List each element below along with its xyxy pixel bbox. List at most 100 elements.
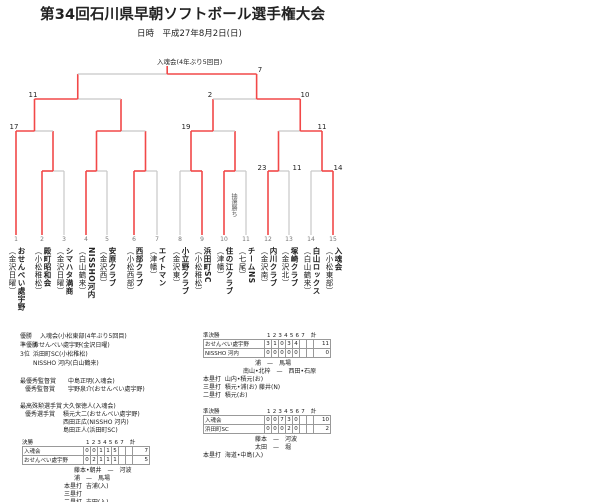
team-entry: 殿町昭和会（小松稚松） [34,247,52,295]
team-number: 6 [132,236,136,243]
bracket-score: 10 [300,91,310,99]
inning-runs [306,415,314,425]
team-name: シマハタ満商 [65,247,74,295]
inning-label: 7 [301,409,307,415]
battery: 浦 — 馬場 [74,475,111,482]
team-entry: 住の江クラブ（津幡） [216,247,234,295]
extra-base-hits: 本塁打 山内•積元(お) [203,374,331,383]
team-district: （小松西部） [126,247,135,295]
inning-runs: 0 [292,348,300,358]
inning-label: 3 [97,440,104,446]
bracket-score: 7 [257,66,263,74]
inning-runs [125,446,133,456]
award-good-manager: 宇野泉介(おせんべい處宇野) [68,386,145,393]
inning-runs: 2 [90,455,98,465]
inning-runs [306,339,314,349]
inning-runs: 0 [292,415,300,425]
award-third-2: NISSHO 河内(白山鶴来) [33,360,99,367]
team-name: 住の江クラブ [225,247,234,295]
award-third-1: 浜田町SC(小松稚松) [33,351,88,358]
team-number: 9 [200,236,204,243]
inning-runs: 2 [285,424,293,434]
team-entry: おせんべい處宇野（金沢日曜） [8,247,26,311]
inning-label: 5 [108,440,115,446]
inning-runs: 4 [292,339,300,349]
team-district: （金沢北） [281,247,290,287]
inning-runs: 1 [104,455,112,465]
inning-runs: 0 [90,446,98,456]
inning-runs: 0 [264,415,272,425]
inning-runs [299,339,307,349]
award-runnerup-label: 準優勝 [20,342,39,349]
team-number: 1 [14,236,18,243]
team-name: 浜田町SC [203,424,265,434]
team-district: （金沢西） [99,247,108,287]
award-runnerup: おせんべい處宇野(金沢日曜) [33,342,110,349]
award-best-manager: 中島正明(入魂会) [68,378,115,385]
award-good-player-3: 島田正人(浜田町SC) [63,427,118,434]
inning-label: 1 [267,409,273,415]
inning-runs: 0 [264,348,272,358]
total-runs: 11 [313,339,331,349]
bracket-score: 11 [292,164,302,172]
total-runs: 10 [313,415,331,425]
bracket-score: 14 [333,164,343,172]
inning-runs [299,424,307,434]
game-title: 決勝 [22,440,34,446]
team-entry: 入魂会（小松東部） [325,247,343,295]
total-runs: 7 [132,446,150,456]
hit-type: 本塁打 [203,452,222,459]
inning-runs: 0 [285,348,293,358]
innings-header: 1234567 計 [86,438,138,446]
team-district: （白山鶴来） [303,247,312,295]
hit-players: 海道•中島(入) [224,452,264,459]
award-good-players-label: 優秀選手賞 [25,411,56,418]
team-name: 小立野クラブ [181,247,190,295]
inning-runs: 0 [292,424,300,434]
inning-label: 2 [91,440,98,446]
hit-type: 二塁打 [64,499,82,502]
team-name: 浜田町SC [203,247,212,283]
inning-runs [118,455,126,465]
inning-label: 4 [284,333,290,339]
team-district: （小松稚松） [34,247,43,295]
team-name: おせんべい處宇野 [17,247,26,311]
battery: 浦 — 馬場 [255,360,292,367]
total-runs: 0 [313,348,331,358]
inning-label: 7 [120,440,126,446]
team-number: 3 [62,236,66,243]
inning-runs [306,348,314,358]
hit-players: 山内•積元(お) [224,376,264,383]
inning-runs: 0 [278,348,286,358]
inning-label: 1 [267,333,273,339]
team-number: 8 [178,236,182,243]
hit-type: 本塁打 [64,483,83,490]
bracket-score: 17 [9,123,19,131]
team-number: 11 [242,236,250,243]
lottery-note: 抽選勝ち [230,193,237,217]
inning-runs: 0 [264,424,272,434]
inning-label: 計 [129,440,138,446]
extra-base-hits: 二塁打 吉田(入) [64,497,192,502]
inning-label: 3 [278,333,285,339]
inning-label: 計 [310,409,319,415]
team-district: （金沢日曜） [56,247,65,295]
battery: 南山•北梓 — 西田•石原 [243,368,317,375]
team-entry: 内川クラブ（金沢南） [260,247,278,287]
team-district: （白山鶴来） [78,247,87,295]
team-number: 2 [40,236,44,243]
inning-runs: 1 [97,446,105,456]
team-name: NISSHO 河内 [203,348,265,358]
inning-label: 6 [295,409,302,415]
inning-runs: 0 [271,415,279,425]
inning-runs: 0 [278,339,286,349]
hit-players: 吉田(入) [86,499,109,502]
team-name: 入魂会 [334,247,343,271]
team-name: 入魂会 [22,446,84,456]
page-title: 第34回石川県早朝ソフトボール選手権大会 [40,7,326,23]
battery: 藤本•朝井 — 河波 [74,467,132,474]
team-district: （金沢東） [172,247,181,287]
inning-runs [125,455,133,465]
tournament-bracket [15,66,334,235]
